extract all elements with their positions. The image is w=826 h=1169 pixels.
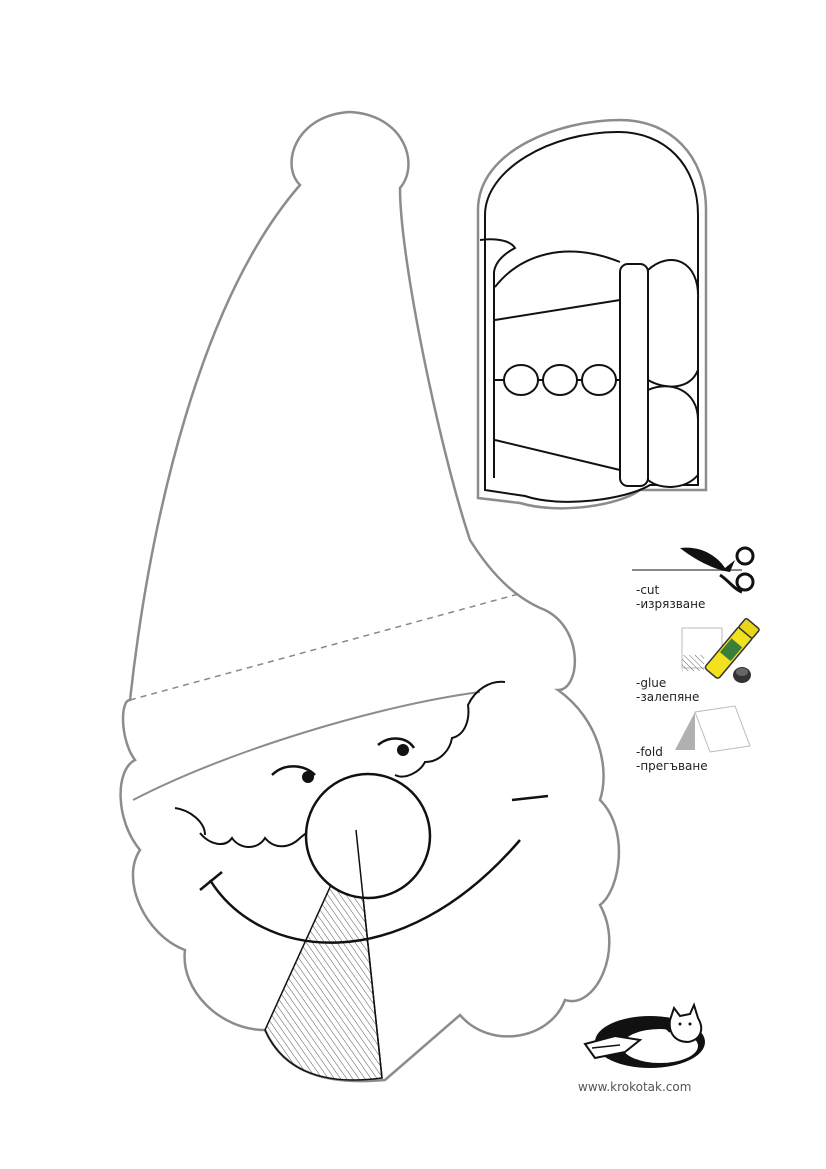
santa-cut-outline — [119, 110, 621, 1083]
legend-fold-en: -fold — [636, 745, 663, 759]
upper-mitten — [647, 259, 700, 388]
nose-slit-line — [355, 829, 383, 1079]
smile — [208, 839, 521, 944]
button-3 — [581, 364, 617, 396]
site-url[interactable]: www.krokotak.com — [578, 1080, 692, 1094]
sleeve-band — [619, 263, 649, 487]
legend-glue-en: -glue — [636, 676, 667, 690]
beard-left-curl — [174, 807, 206, 836]
legend-fold: -fold -прегъване — [636, 745, 708, 773]
scissors-icon — [632, 546, 755, 594]
beard-top-edge — [199, 680, 506, 848]
body-inner-outline — [484, 130, 699, 503]
legend-cut-en: -cut — [636, 583, 660, 597]
left-eye — [271, 765, 316, 783]
santa-body-piece — [476, 118, 708, 510]
hat-fold-line — [129, 592, 523, 701]
legend-cut-bg: -изрязване — [636, 597, 706, 611]
smile-right-dimple — [511, 794, 549, 802]
right-eye — [377, 737, 416, 756]
belt-top — [494, 299, 621, 321]
hat-brim-edge — [132, 691, 481, 801]
krokotak-logo — [583, 1002, 705, 1068]
santa-head-piece — [119, 110, 621, 1083]
button-1 — [503, 364, 539, 396]
glue-stick-icon — [681, 617, 760, 683]
body-collar — [479, 238, 517, 478]
body-neckline — [494, 250, 621, 288]
fold-icon — [675, 705, 751, 753]
legend-glue: -glue -залепяне — [636, 676, 699, 704]
lower-mitten — [647, 385, 699, 488]
legend-glue-bg: -залепяне — [636, 690, 700, 704]
legend-fold-bg: -прегъване — [636, 759, 708, 773]
smile-left-dimple — [199, 871, 223, 891]
belt-bottom — [494, 439, 621, 471]
legend-cut: -cut -изрязване — [636, 583, 705, 611]
nose — [304, 772, 432, 900]
button-2 — [542, 364, 578, 396]
